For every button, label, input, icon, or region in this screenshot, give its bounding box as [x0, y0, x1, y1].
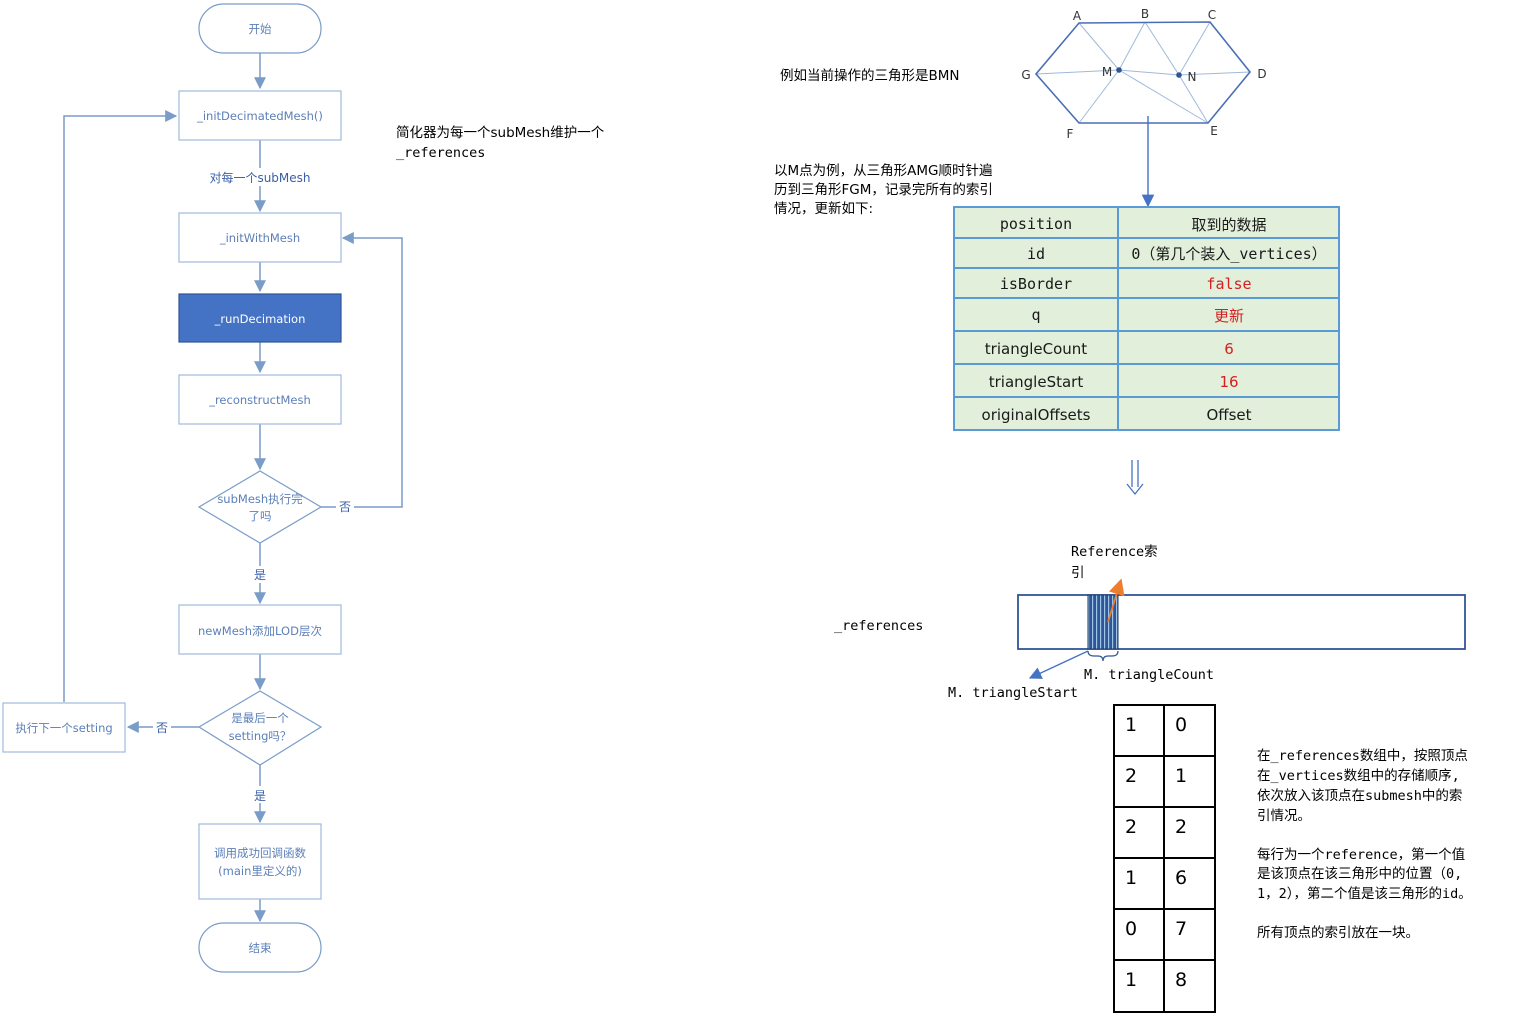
reference-rows-table: 1 0 2 1 2 2 1 6 0 7 1 8: [1113, 704, 1216, 1013]
vertex-label-b: B: [1141, 7, 1149, 21]
simplifier-note-1: 简化器为每一个subMesh维护一个: [396, 124, 605, 141]
table-header-position: position: [1000, 215, 1072, 233]
triangle-start-arrow: [1028, 650, 1089, 679]
ref-row-3-triangle-id: 2: [1175, 816, 1187, 838]
reference-index-label-1: Reference索: [1071, 544, 1158, 560]
explain-line-1: 在_references数组中，按照顶点: [1257, 748, 1468, 764]
edge-decision-loop-back: [321, 232, 403, 508]
ref-row-5-triangle-id: 7: [1175, 918, 1187, 940]
end-label: 结束: [249, 941, 272, 955]
vertex-label-a: A: [1073, 9, 1082, 23]
ref-row-6-triangle-id: 8: [1175, 969, 1187, 991]
callback-node: [198, 823, 322, 900]
explain-line-6: 是该顶点在该三角形中的位置（0,: [1257, 866, 1462, 882]
vertex-label-c: C: [1208, 8, 1216, 22]
label-yes-2: 是: [254, 789, 266, 803]
ref-row-2-triangle-id: 1: [1175, 765, 1187, 787]
ref-row-1-position: 1: [1125, 714, 1137, 736]
last-setting-label-1: 是最后一个: [231, 711, 289, 725]
init-with-mesh-node: [178, 212, 342, 263]
vertex-table: position 取到的数据 id 0（第几个装入_vertices） isBo…: [953, 206, 1340, 431]
vertex-label-g: G: [1021, 68, 1030, 82]
table-cell-id-value: 0（第几个装入_vertices）: [1131, 245, 1326, 263]
table-cell-q-key: q: [1031, 306, 1040, 324]
table-cell-trianglestart-key: triangleStart: [989, 373, 1084, 391]
ref-row-2-position: 2: [1125, 765, 1137, 787]
edge-next-loop-back: [63, 110, 178, 702]
next-setting-node: [2, 702, 126, 753]
ref-row-4-triangle-id: 6: [1175, 867, 1187, 889]
table-cell-isborder-value: false: [1206, 275, 1251, 293]
m-example-note-1: 以M点为例，从三角形AMG顺时针遍: [774, 163, 993, 179]
m-example-note-3: 情况，更新如下:: [774, 201, 873, 217]
vertex-label-d: D: [1257, 67, 1266, 81]
table-cell-trianglestart-value: 16: [1219, 373, 1238, 391]
start-label: 开始: [249, 22, 272, 36]
next-setting-label: 执行下一个setting: [15, 721, 112, 735]
last-setting-decision: [197, 690, 323, 766]
m-example-note-2: 历到三角形FGM，记录完所有的索引: [774, 182, 993, 198]
vertex-label-n: N: [1188, 70, 1197, 84]
submesh-done-label-1: subMesh执行完: [217, 492, 302, 506]
table-cell-originaloffsets-key: originalOffsets: [982, 406, 1091, 424]
label-no-2: 否: [156, 721, 168, 735]
run-decimation-label: _runDecimation: [214, 312, 306, 326]
explain-line-8: 所有顶点的索引放在一块。: [1257, 925, 1419, 941]
reference-index-label-2: 引: [1071, 565, 1085, 581]
ref-row-4-position: 1: [1125, 867, 1137, 889]
reconstruct-label: _reconstructMesh: [208, 393, 311, 407]
triangle-count-label: M. triangleCount: [1084, 667, 1214, 683]
init-decimated-node: [178, 90, 342, 141]
run-decimation-node: [178, 293, 342, 343]
explain-line-7: 1，2），第二个值是该三角形的id。: [1257, 885, 1472, 902]
table-cell-trianglecount-value: 6: [1224, 340, 1234, 358]
ref-row-5-position: 0: [1125, 918, 1137, 940]
reference-index-arrow: [1107, 578, 1125, 623]
table-cell-trianglecount-key: triangleCount: [985, 340, 1087, 358]
explain-line-5: 每行为一个reference，第一个值: [1257, 846, 1465, 863]
table-cell-originaloffsets-value: Offset: [1206, 406, 1251, 424]
hexagon-mesh: A B C D E F G M N: [1021, 7, 1266, 141]
explain-line-3: 依次放入该顶点在submesh中的索: [1257, 788, 1462, 804]
end-node: [198, 922, 322, 973]
vertex-label-m: M: [1102, 65, 1112, 79]
callback-label-1: 调用成功回调函数: [214, 846, 306, 860]
start-node: [198, 3, 322, 54]
current-triangle-note: 例如当前操作的三角形是BMN: [780, 67, 960, 84]
triangle-count-brace: [1087, 650, 1119, 662]
label-no-1: 否: [339, 500, 351, 514]
explain-line-2: 在_vertices数组中的存储顺序,: [1257, 768, 1460, 784]
vertex-n-dot: [1176, 72, 1182, 78]
triangle-start-label: M. triangleStart: [948, 685, 1078, 701]
references-array-bar: [1017, 594, 1466, 650]
ref-row-6-position: 1: [1125, 969, 1137, 991]
hexagon-outline: [1034, 21, 1252, 124]
table-cell-id-key: id: [1027, 245, 1045, 263]
last-setting-label-2: setting吗？: [229, 729, 292, 743]
label-for-each-submesh: 对每一个subMesh: [209, 170, 310, 185]
ref-row-3-position: 2: [1125, 816, 1137, 838]
simplifier-note-2: _references: [396, 145, 485, 161]
reconstruct-node: [178, 374, 342, 425]
table-cell-q-value: 更新: [1214, 307, 1244, 325]
explain-line-4: 引情况。: [1257, 808, 1311, 824]
add-lod-node: [178, 604, 342, 655]
flowchart: 对每一个subMesh 否 是 否 是 开始 _initDecimatedMes…: [2, 3, 403, 973]
vertex-label-f: F: [1067, 127, 1074, 141]
references-label: _references: [834, 618, 923, 634]
submesh-done-decision: [197, 470, 323, 544]
double-down-arrow: [1126, 460, 1144, 496]
label-yes-1: 是: [254, 568, 266, 582]
init-with-mesh-label: _initWithMesh: [219, 231, 300, 245]
vertex-label-e: E: [1210, 124, 1218, 138]
vertex-m-dot: [1116, 67, 1122, 73]
submesh-done-label-2: 了吗: [249, 509, 272, 523]
table-header-data: 取到的数据: [1191, 216, 1266, 234]
callback-label-2: (main里定义的): [218, 864, 302, 878]
table-cell-isborder-key: isBorder: [1000, 275, 1072, 293]
add-lod-label: newMesh添加LOD层次: [198, 624, 322, 638]
ref-row-1-triangle-id: 0: [1175, 714, 1187, 736]
init-decimated-label: _initDecimatedMesh(): [196, 109, 323, 123]
